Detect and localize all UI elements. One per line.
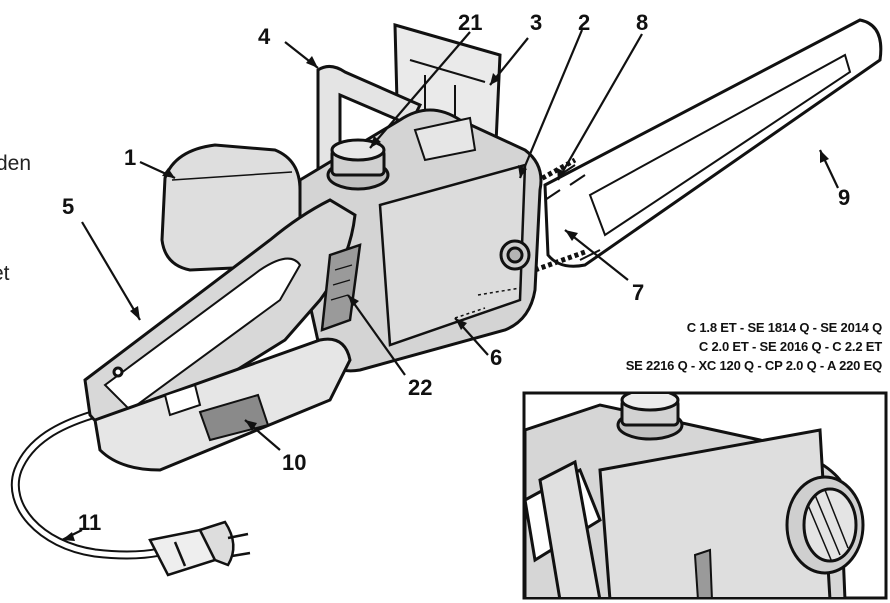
callout-1: 1 — [124, 145, 136, 170]
callout-10: 10 — [282, 450, 306, 475]
switch-trigger — [320, 243, 362, 332]
callout-2: 2 — [578, 10, 590, 35]
power-plug — [148, 520, 251, 577]
motor-housing — [160, 143, 302, 272]
callout-8: 8 — [636, 10, 648, 35]
callout-5: 5 — [62, 194, 74, 219]
leader-lines — [61, 29, 839, 541]
callout-11: 11 — [78, 510, 101, 535]
power-cord — [10, 410, 165, 560]
model-list: C 1.8 ET - SE 1814 Q - SE 2014 Q C 2.0 E… — [626, 318, 882, 375]
model-line-1: C 1.8 ET - SE 1814 Q - SE 2014 Q — [686, 320, 882, 335]
callout-7: 7 — [632, 280, 644, 305]
detail-inset — [522, 391, 888, 600]
callout-4: 4 — [258, 24, 271, 49]
model-line-3: SE 2216 Q - XC 120 Q - CP 2.0 Q - A 220 … — [625, 358, 882, 373]
front-handle — [316, 65, 423, 172]
leader-arrowheads — [62, 56, 829, 541]
side-text-top: den — [0, 152, 31, 175]
side-text-bottom: et — [0, 262, 10, 285]
guide-bar — [543, 18, 883, 268]
oil-tank-cap — [326, 138, 390, 191]
callout-22: 22 — [408, 375, 432, 400]
callout-6: 6 — [490, 345, 502, 370]
callout-21: 21 — [458, 10, 482, 35]
callout-9: 9 — [838, 185, 850, 210]
model-line-2: C 2.0 ET - SE 2016 Q - C 2.2 ET — [698, 339, 882, 354]
callout-3: 3 — [530, 10, 542, 35]
